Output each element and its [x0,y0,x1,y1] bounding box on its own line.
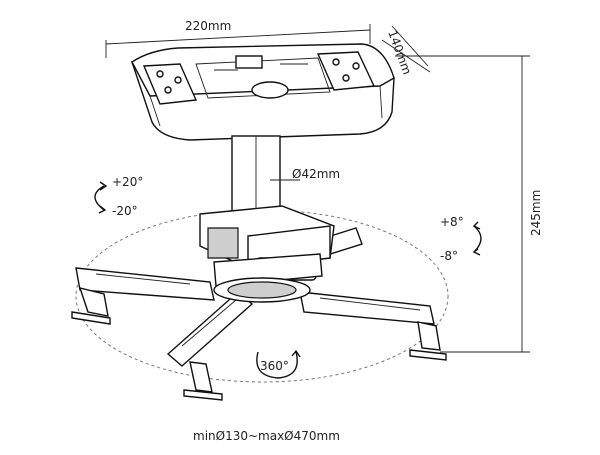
extension-tube: Ø42mm [231,135,340,221]
height-dimension: 245mm [395,55,543,353]
rotation-label: 360° [260,359,289,373]
swivel-annotation: +8° -8° [440,215,482,263]
rotation-arrow-icon [256,351,298,379]
curved-arrow-icon [473,225,482,253]
arm-range-label: minØ130~maxØ470mm [193,429,340,443]
tilt-head [199,205,335,303]
swivel-minus-label: -8° [440,249,458,263]
tilt-up-label: +20° [112,175,143,189]
width-label: 220mm [185,19,231,33]
tilt-annotation: +20° -20° [94,175,143,218]
tilt-down-label: -20° [112,204,138,218]
rotation-annotation: 360° [256,349,301,379]
ceiling-plate [131,43,395,141]
swivel-plus-label: +8° [440,215,464,229]
height-label: 245mm [529,190,543,236]
spider-arms [71,227,447,401]
curved-arrow-icon [94,185,105,211]
width-dimension: 220mm [105,19,371,58]
tube-diameter-label: Ø42mm [292,167,340,181]
